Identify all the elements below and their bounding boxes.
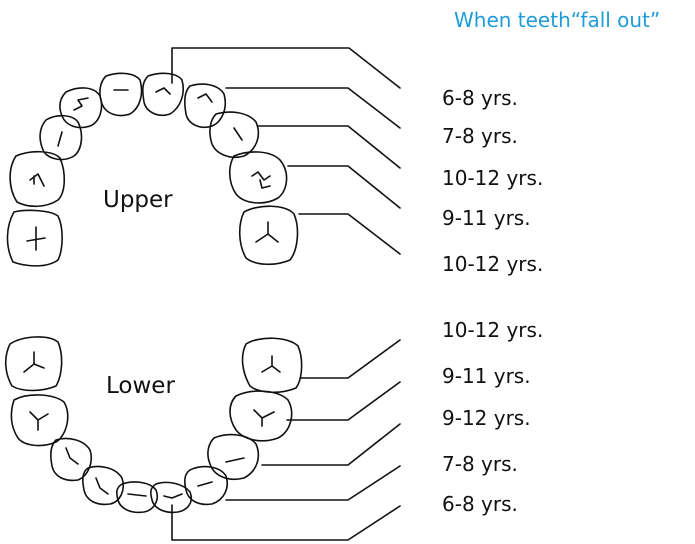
upper-leader-line-3 bbox=[257, 125, 401, 169]
upper-leader-line-1 bbox=[171, 47, 401, 89]
lower-tooth bbox=[10, 394, 69, 447]
lower-leader-line-2 bbox=[286, 381, 401, 421]
lower-tooth bbox=[50, 437, 93, 482]
diagram-title: When teeth“fall out” bbox=[454, 8, 661, 32]
lower-jaw-label: Lower bbox=[106, 373, 175, 399]
upper-jaw-label: Upper bbox=[103, 187, 173, 213]
upper-tooth bbox=[228, 151, 288, 204]
lower-age-label-3: 9-12 yrs. bbox=[442, 406, 531, 430]
upper-age-label-5: 10-12 yrs. bbox=[442, 252, 544, 276]
upper-age-label-3: 10-12 yrs. bbox=[442, 166, 544, 190]
lower-tooth bbox=[184, 465, 228, 506]
lower-age-label-4: 7-8 yrs. bbox=[442, 452, 518, 476]
upper-tooth bbox=[238, 205, 299, 266]
upper-tooth bbox=[209, 111, 260, 159]
upper-tooth bbox=[6, 209, 63, 267]
upper-teeth bbox=[6, 72, 299, 267]
lower-tooth bbox=[207, 433, 260, 480]
lower-age-label-2: 9-11 yrs. bbox=[442, 364, 531, 388]
lower-tooth bbox=[229, 390, 293, 442]
lower-tooth bbox=[241, 337, 303, 394]
upper-age-label-2: 7-8 yrs. bbox=[442, 124, 518, 148]
upper-tooth bbox=[142, 72, 185, 117]
lower-leader-line-3 bbox=[261, 423, 401, 466]
upper-tooth bbox=[59, 87, 103, 129]
lower-tooth bbox=[116, 481, 159, 514]
lower-age-label-1: 10-12 yrs. bbox=[442, 318, 544, 342]
upper-age-label-1: 6-8 yrs. bbox=[442, 86, 518, 110]
upper-age-label-4: 9-11 yrs. bbox=[442, 206, 531, 230]
upper-tooth bbox=[99, 72, 143, 117]
upper-leader-line-2 bbox=[225, 87, 401, 129]
lower-tooth bbox=[150, 481, 193, 514]
lower-tooth bbox=[82, 465, 125, 506]
upper-tooth bbox=[39, 114, 83, 161]
lower-leader-line-5 bbox=[171, 504, 401, 541]
upper-leader-line-5 bbox=[298, 213, 401, 255]
lower-age-label-5: 6-8 yrs. bbox=[442, 492, 518, 516]
lower-leader-line-1 bbox=[299, 339, 401, 379]
upper-tooth bbox=[184, 83, 227, 129]
lower-leader-line-4 bbox=[225, 465, 401, 501]
lower-tooth bbox=[4, 336, 63, 392]
lower-teeth bbox=[4, 336, 303, 514]
upper-leader-line-4 bbox=[287, 165, 401, 209]
upper-tooth bbox=[9, 150, 66, 208]
